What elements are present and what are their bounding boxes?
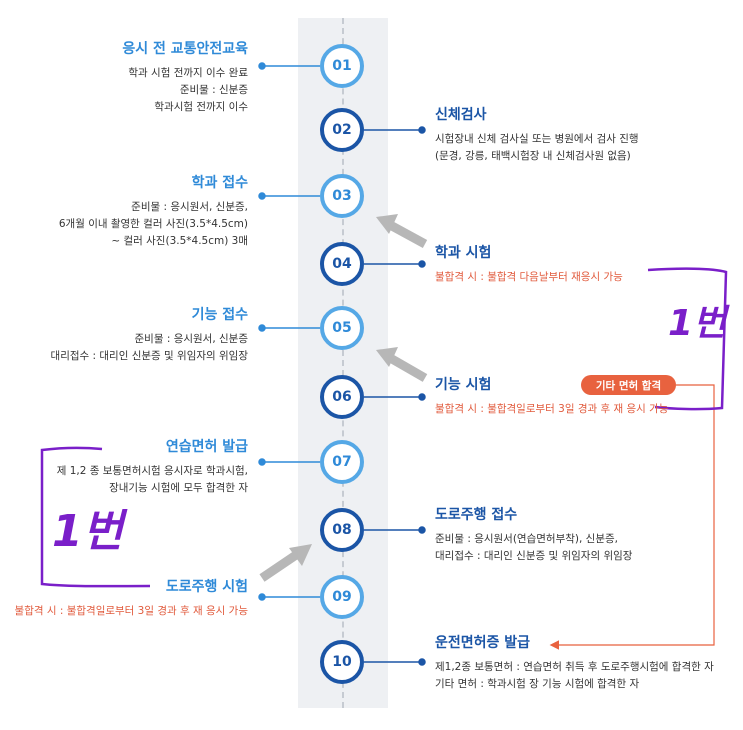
step-line: 시험장내 신체 검사실 또는 병원에서 검사 진행 [435, 133, 639, 145]
step-06-text: 기능 시험 불합격 시 : 불합격일로부터 3일 경과 후 재 응시 가능 [435, 376, 668, 418]
step-line: 준비물 : 응시원서, 신분증 [134, 333, 249, 345]
step-node-03: 03 [320, 174, 364, 218]
timeline-dashed-line [342, 18, 344, 708]
step-line: 학과 시험 전까지 이수 완료 [128, 67, 248, 79]
step-line: 대리접수 : 대리인 신분증 및 위임자의 위임장 [50, 350, 248, 362]
step-fail-note: 불합격 시 : 불합격일로부터 3일 경과 후 재 응시 가능 [435, 403, 669, 415]
bracket-left [40, 446, 151, 588]
step-node-02: 02 [320, 108, 364, 152]
step-fail-note: 불합격 시 : 불합격 다음날부터 재응시 가능 [435, 271, 623, 283]
handwritten-annotation-left: 1번 [52, 506, 124, 557]
step-line: 학과시험 전까지 이수 [154, 101, 248, 113]
step-line: 준비물 : 응시원서, 신분증, [131, 201, 248, 213]
step-title: 도로주행 접수 [435, 507, 518, 523]
step-02-text: 신체검사 시험장내 신체 검사실 또는 병원에서 검사 진행 (문경, 강릉, … [435, 106, 639, 165]
step-title: 도로주행 시험 [165, 579, 248, 595]
step-title: 신체검사 [435, 107, 487, 123]
badge-path-arrow [549, 384, 715, 650]
step-03-text: 학과 접수 준비물 : 응시원서, 신분증, 6개월 이내 촬영한 컬러 사진(… [59, 174, 248, 250]
step-07-text: 연습면허 발급 제 1,2 종 보통면허시험 응시자로 학과시험, 장내기능 시… [57, 438, 248, 497]
step-title: 학과 접수 [191, 175, 248, 191]
bracket-right [647, 267, 728, 411]
step-title: 기능 접수 [191, 307, 248, 323]
step-node-10: 10 [320, 640, 364, 684]
step-line: 준비물 : 신분증 [179, 84, 248, 96]
step-node-01: 01 [320, 44, 364, 88]
other-license-pass-badge: 기타 면허 합격 [581, 375, 676, 395]
step-title: 응시 전 교통안전교육 [122, 41, 248, 57]
step-01-text: 응시 전 교통안전교육 학과 시험 전까지 이수 완료 준비물 : 신분증 학과… [122, 40, 248, 116]
handwritten-annotation-right: 1번 [668, 303, 727, 344]
step-title: 운전면허증 발급 [435, 635, 531, 651]
step-node-05: 05 [320, 306, 364, 350]
step-node-04: 04 [320, 242, 364, 286]
step-09-text: 도로주행 시험 불합격 시 : 불합격일로부터 3일 경과 후 재 응시 가능 [15, 578, 248, 620]
step-node-07: 07 [320, 440, 364, 484]
gray-arrow-09-to-08 [259, 544, 312, 582]
gray-arrow-06-to-05 [376, 347, 428, 382]
step-fail-note: 불합격 시 : 불합격일로부터 3일 경과 후 재 응시 가능 [14, 605, 248, 617]
step-05-text: 기능 접수 준비물 : 응시원서, 신분증 대리접수 : 대리인 신분증 및 위… [51, 306, 248, 365]
step-title: 연습면허 발급 [165, 439, 248, 455]
gray-arrow-04-to-03 [376, 214, 428, 248]
step-line: 장내기능 시험에 모두 합격한 자 [109, 482, 248, 494]
step-line: 6개월 이내 촬영한 컬러 사진(3.5*4.5cm) [58, 218, 248, 230]
step-08-text: 도로주행 접수 준비물 : 응시원서(연습면허부착), 신분증, 대리접수 : … [435, 506, 632, 565]
step-04-text: 학과 시험 불합격 시 : 불합격 다음날부터 재응시 가능 [435, 244, 623, 286]
step-line: ~ 컬러 사진(3.5*4.5cm) 3매 [111, 235, 248, 247]
step-node-09: 09 [320, 575, 364, 619]
step-node-06: 06 [320, 375, 364, 419]
step-10-text: 운전면허증 발급 제1,2종 보통면허 : 연습면허 취득 후 도로주행시험에 … [435, 634, 714, 693]
step-line: 기타 면허 : 학과시험 장 기능 시험에 합격한 자 [435, 678, 640, 690]
step-line: (문경, 강릉, 태백시험장 내 신체검사원 없음) [435, 150, 631, 162]
step-line: 제 1,2 종 보통면허시험 응시자로 학과시험, [56, 465, 248, 477]
step-node-08: 08 [320, 508, 364, 552]
step-line: 준비물 : 응시원서(연습면허부착), 신분증, [435, 533, 618, 545]
step-title: 학과 시험 [435, 245, 492, 261]
step-line: 대리접수 : 대리인 신분증 및 위임자의 위임장 [435, 550, 633, 562]
step-line: 제1,2종 보통면허 : 연습면허 취득 후 도로주행시험에 합격한 자 [435, 661, 714, 673]
step-title: 기능 시험 [435, 377, 492, 393]
